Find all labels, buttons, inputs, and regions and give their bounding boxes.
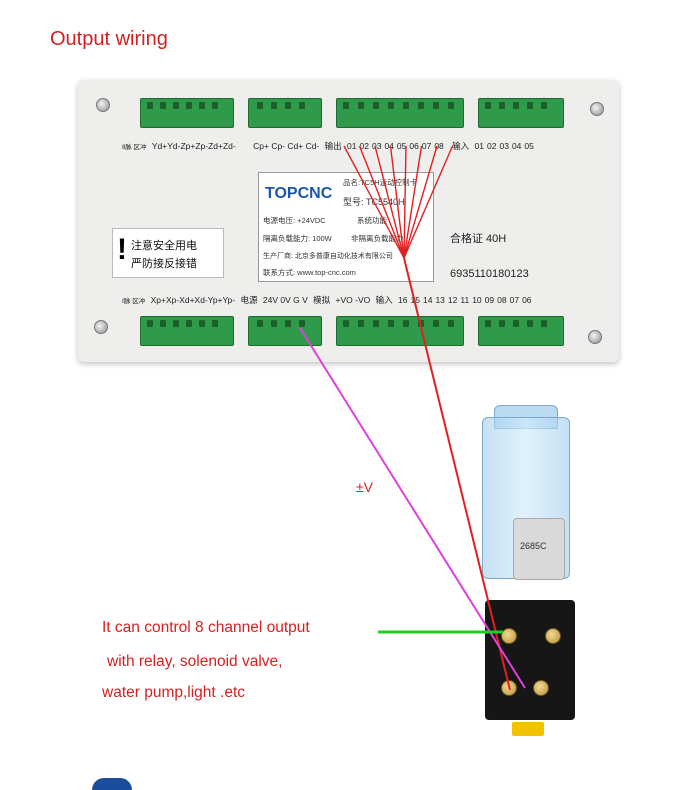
output-fan-line xyxy=(403,145,438,259)
terminal-block-top-output[interactable] xyxy=(336,98,464,128)
product-name: 品名:TC5H运动控制卡 xyxy=(343,178,418,187)
terminal-number: 04 xyxy=(511,141,522,151)
power-pins-label: 24V 0V G V xyxy=(262,295,308,305)
terminal-block-bottom-power[interactable] xyxy=(248,316,322,346)
relay-coil: 2685C xyxy=(513,518,565,580)
isolated-load: 隔离负载能力: 100W xyxy=(263,234,332,243)
supply-voltage: 电源电压: +24VDC xyxy=(263,216,326,225)
input-label: 输入 xyxy=(452,141,470,151)
screw-icon xyxy=(96,98,110,112)
terminal-number: 07 xyxy=(509,295,520,305)
terminal-screw-icon[interactable] xyxy=(501,628,517,644)
output-fan-line xyxy=(374,145,405,259)
warning-line-1: 注意安全用电 xyxy=(131,240,197,252)
terminal-number: 08 xyxy=(497,295,507,305)
power-label: 电源 xyxy=(240,295,258,305)
pulse-zone-label: Ⅰ脉 区冲 xyxy=(122,298,146,305)
output-fan-line xyxy=(403,145,454,259)
terminal-number: 07 xyxy=(421,141,432,151)
screw-icon xyxy=(94,320,108,334)
output-fan-line xyxy=(403,145,407,259)
relay-socket xyxy=(485,600,575,720)
magenta-voltage-wire xyxy=(299,327,526,689)
non-isolated-load: 非隔离负载能力 xyxy=(351,234,404,243)
terminal-number: 13 xyxy=(435,295,445,305)
terminal-block-bottom-input-2[interactable] xyxy=(478,316,564,346)
contact: 联系方式: www.top-cnc.com xyxy=(263,268,356,277)
description-line-2: with relay, solenoid valve, xyxy=(107,653,283,670)
terminal-number: 11 xyxy=(460,295,470,305)
relay-case: 2685C xyxy=(482,417,570,580)
output-fan-line xyxy=(343,145,405,259)
output-fan-line xyxy=(358,145,405,259)
axis-pins-label: Yd+Yd-Zp+Zp-Zd+Zd- xyxy=(151,141,236,151)
pulse-zone-label: Ⅱ脉 区冲 xyxy=(122,144,147,151)
input-label: 输入 xyxy=(375,295,393,305)
corner-badge xyxy=(92,778,132,790)
terminal-number: 03 xyxy=(371,141,382,151)
terminal-number: 04 xyxy=(384,141,394,151)
output-fan-line xyxy=(389,145,405,259)
terminal-block-top-input[interactable] xyxy=(478,98,564,128)
output-fan-lines xyxy=(343,145,454,259)
system-function: 系统功能 xyxy=(357,216,387,225)
analog-label: 模拟 xyxy=(313,295,331,305)
cp-pins-label: Cp+ Cp- Cd+ Cd- xyxy=(253,141,320,151)
socket-release-tab[interactable] xyxy=(512,722,544,736)
terminal-number: 05 xyxy=(524,141,534,151)
certificate-label: 合格证 40H xyxy=(450,233,507,245)
relay-code: 2685C xyxy=(520,541,547,551)
terminal-number: 02 xyxy=(487,141,497,151)
relay: 2685C xyxy=(470,405,580,610)
terminal-block-top-1[interactable] xyxy=(140,98,234,128)
terminal-number: 08 xyxy=(434,141,444,151)
warning-label: ! 注意安全用电 严防接反接错 xyxy=(112,228,224,278)
screw-icon xyxy=(588,330,602,344)
screw-icon xyxy=(590,102,604,116)
barcode-number: 6935110180123 xyxy=(450,268,529,280)
terminal-number: 05 xyxy=(396,141,407,151)
warning-line-2: 严防接反接错 xyxy=(131,258,197,270)
terminal-block-bottom-input-1[interactable] xyxy=(336,316,464,346)
output-fan-line xyxy=(403,145,423,259)
terminal-number: 10 xyxy=(472,295,482,305)
brand-logo: TOPCNC xyxy=(265,185,333,202)
terminal-number: 16 xyxy=(398,295,408,305)
axis-pins-label: Xp+Xp-Xd+Xd-Yp+Yp- xyxy=(150,295,236,305)
terminal-number: 01 xyxy=(347,141,357,151)
terminal-number: 09 xyxy=(484,295,495,305)
top-terminal-labels: Ⅱ脉 区冲 Yd+Yd-Zp+Zp-Zd+Zd- Cp+ Cp- Cd+ Cd-… xyxy=(122,140,540,152)
terminal-block-bottom-1[interactable] xyxy=(140,316,234,346)
terminal-screw-icon[interactable] xyxy=(545,628,561,644)
page-title: Output wiring xyxy=(50,28,168,50)
terminal-number: 06 xyxy=(409,141,419,151)
terminal-number: 03 xyxy=(499,141,509,151)
terminal-number: 01 xyxy=(474,141,485,151)
bottom-terminal-labels: Ⅰ脉 区冲 Xp+Xp-Xd+Xd-Yp+Yp- 电源 24V 0V G V 模… xyxy=(122,294,538,306)
terminal-number: 12 xyxy=(447,295,458,305)
terminal-block-top-2[interactable] xyxy=(248,98,322,128)
analog-pins-label: +VO -VO xyxy=(335,295,371,305)
description-line-1: It can control 8 channel output xyxy=(102,619,310,636)
terminal-number: 02 xyxy=(359,141,369,151)
terminal-number: 14 xyxy=(422,295,433,305)
output-label: 输出 xyxy=(324,141,342,151)
terminal-screw-icon[interactable] xyxy=(533,680,549,696)
red-output-wire xyxy=(403,257,511,691)
description-line-3: water pump,light .etc xyxy=(102,684,246,701)
manufacturer: 生产厂商: 北京多普康自动化技术有限公司 xyxy=(263,253,393,260)
terminal-number: 06 xyxy=(522,295,532,305)
voltage-label: ±V xyxy=(356,479,374,495)
warning-icon: ! xyxy=(117,233,127,266)
